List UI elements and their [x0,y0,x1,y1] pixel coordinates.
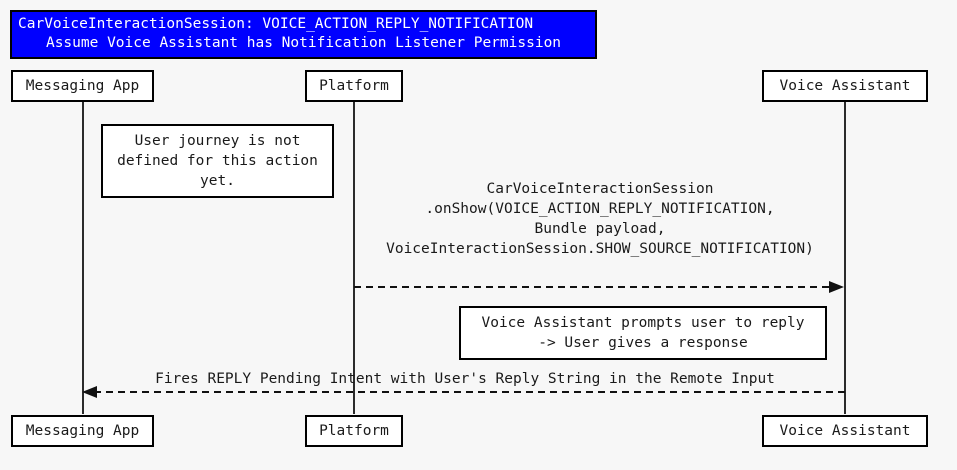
lifeline-messaging-app [82,102,84,414]
participant-top-platform[interactable]: Platform [305,70,403,102]
arrowhead-left-icon [82,386,97,398]
message-line: CarVoiceInteractionSession [486,181,714,197]
note-line: -> User gives a response [538,335,748,351]
diagram-title-line-2: Assume Voice Assistant has Notification … [45,35,562,51]
participant-bottom-messaging-app[interactable]: Messaging App [11,415,154,447]
participant-label: Messaging App [25,77,140,94]
message-arrow-onshow [354,281,844,293]
message-label-reply-pending-intent: Fires REPLY Pending Intent with User's R… [85,369,845,389]
participant-label: Platform [319,77,389,94]
message-line: Fires REPLY Pending Intent with User's R… [155,371,775,387]
participant-top-voice-assistant[interactable]: Voice Assistant [762,70,928,102]
note-line: defined for this action [117,153,318,169]
participant-label: Messaging App [25,422,140,439]
participant-label: Voice Assistant [779,422,911,439]
message-line: Bundle payload, [534,221,666,237]
note-line: yet. [200,173,235,189]
participant-top-messaging-app[interactable]: Messaging App [11,70,154,102]
note-line: User journey is not [134,133,301,149]
diagram-title-banner: CarVoiceInteractionSession: VOICE_ACTION… [10,10,597,59]
participant-label: Platform [319,422,389,439]
lifeline-platform [353,102,355,414]
note-voice-prompt: Voice Assistant prompts user to reply ->… [459,306,827,360]
lifeline-voice-assistant [844,102,846,414]
diagram-title-line-1: CarVoiceInteractionSession: VOICE_ACTION… [18,16,534,32]
note-line: Voice Assistant prompts user to reply [481,315,805,331]
message-line: .onShow(VOICE_ACTION_REPLY_NOTIFICATION, [425,201,775,217]
participant-bottom-voice-assistant[interactable]: Voice Assistant [762,415,928,447]
arrowhead-right-icon [829,281,844,293]
message-line: VoiceInteractionSession.SHOW_SOURCE_NOTI… [386,241,814,257]
participant-bottom-platform[interactable]: Platform [305,415,403,447]
note-user-journey: User journey is not defined for this act… [101,124,334,198]
message-label-onshow: CarVoiceInteractionSession .onShow(VOICE… [359,179,841,259]
message-arrow-reply-pending-intent [82,386,845,398]
participant-label: Voice Assistant [779,77,911,94]
